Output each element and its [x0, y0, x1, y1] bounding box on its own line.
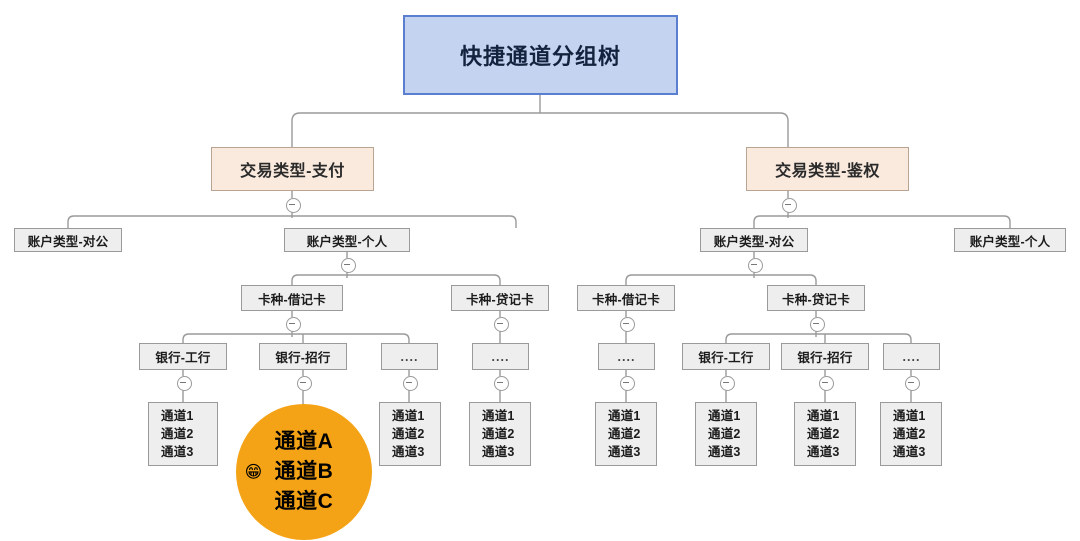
toggle-collapse-bank-1[interactable] — [176, 376, 192, 391]
node-root-label: 快捷通道分组树 — [459, 44, 621, 69]
toggle-collapse-card-credit-payment[interactable] — [493, 317, 509, 332]
node-label: 账户类型-对公 — [713, 234, 795, 249]
node-label: 账户类型-个人 — [969, 234, 1051, 249]
node-transaction-type-payment[interactable]: 交易类型-支付 — [211, 147, 374, 191]
toggle-collapse-payment[interactable] — [285, 198, 301, 213]
channel-item: 通道2 — [392, 426, 425, 441]
channel-item: 通道3 — [161, 444, 194, 459]
node-label: 银行-工行 — [698, 351, 754, 365]
channel-item: 通道1 — [807, 409, 840, 423]
highlighted-channel-group[interactable]: 通道A 😁 通道B 通道C — [236, 404, 372, 540]
node-account-type-corporate-auth[interactable]: 账户类型-对公 — [700, 228, 808, 252]
node-channel-list-7[interactable]: 通道1 通道2 通道3 — [880, 402, 942, 466]
channel-item: 通道2 — [161, 426, 194, 441]
channel-item: 通道3 — [807, 444, 840, 459]
node-channel-list-3[interactable]: 通道1 通道2 通道3 — [469, 402, 531, 466]
node-channel-list-1[interactable]: 通道1 通道2 通道3 — [148, 402, 218, 466]
channel-item: 通道2 — [807, 426, 840, 441]
grinning-face-emoji-icon: 😁 — [244, 462, 263, 482]
node-transaction-type-auth[interactable]: 交易类型-鉴权 — [746, 147, 909, 191]
highlight-channel-b-label: 通道B — [274, 460, 334, 484]
toggle-collapse-card-debit-payment[interactable] — [285, 317, 301, 332]
toggle-collapse-card-credit-auth[interactable] — [809, 317, 825, 332]
node-label: 银行-招行 — [797, 351, 853, 365]
node-bank-cmb-debit-payment[interactable]: 银行-招行 — [259, 343, 347, 370]
node-account-type-corporate-payment[interactable]: 账户类型-对公 — [14, 228, 122, 252]
node-bank-icbc-debit-payment[interactable]: 银行-工行 — [139, 343, 227, 370]
channel-item: 通道1 — [392, 409, 425, 423]
node-bank-cmb-credit-auth[interactable]: 银行-招行 — [781, 343, 869, 370]
toggle-collapse-account-corporate-auth[interactable] — [747, 258, 763, 273]
channel-item: 通道1 — [708, 409, 741, 423]
channel-item: 通道3 — [392, 444, 425, 459]
node-card-type-credit-payment[interactable]: 卡种-贷记卡 — [451, 285, 549, 311]
node-label: 银行-工行 — [155, 351, 211, 365]
node-label: .... — [491, 349, 510, 364]
channel-item: 通道1 — [482, 409, 515, 423]
toggle-collapse-bank-2[interactable] — [296, 376, 312, 391]
channel-item: 通道3 — [608, 444, 641, 459]
channel-item: 通道2 — [482, 426, 515, 441]
node-label: 银行-招行 — [275, 351, 331, 365]
node-label: 卡种-借记卡 — [258, 292, 326, 307]
toggle-collapse-auth[interactable] — [781, 198, 797, 213]
channel-item: 通道1 — [893, 409, 926, 423]
highlight-channel-c: 通道C — [274, 489, 334, 513]
node-card-type-debit-auth[interactable]: 卡种-借记卡 — [577, 285, 675, 311]
node-channel-list-2[interactable]: 通道1 通道2 通道3 — [379, 402, 441, 466]
channel-item: 通道2 — [708, 426, 741, 441]
node-label: 卡种-贷记卡 — [782, 292, 850, 307]
channel-item: 通道3 — [482, 444, 515, 459]
node-account-type-personal-auth[interactable]: 账户类型-个人 — [954, 228, 1066, 252]
node-label: .... — [617, 349, 636, 364]
node-bank-more-credit-payment[interactable]: .... — [472, 343, 529, 370]
node-channel-list-6[interactable]: 通道1 通道2 通道3 — [794, 402, 856, 466]
node-label: .... — [902, 349, 921, 364]
node-channel-list-4[interactable]: 通道1 通道2 通道3 — [595, 402, 657, 466]
toggle-collapse-account-personal-payment[interactable] — [340, 258, 356, 273]
toggle-collapse-bank-5[interactable] — [619, 376, 635, 391]
highlight-channel-a: 通道A — [274, 430, 334, 454]
channel-item: 通道1 — [608, 409, 641, 423]
toggle-collapse-bank-8[interactable] — [904, 376, 920, 391]
channel-item: 通道1 — [161, 409, 194, 423]
node-card-type-debit-payment[interactable]: 卡种-借记卡 — [241, 285, 343, 311]
node-card-type-credit-auth[interactable]: 卡种-贷记卡 — [767, 285, 865, 311]
node-label: 卡种-借记卡 — [592, 292, 660, 307]
toggle-collapse-bank-7[interactable] — [818, 376, 834, 391]
toggle-collapse-card-debit-auth[interactable] — [619, 317, 635, 332]
node-bank-more-debit-payment[interactable]: .... — [381, 343, 438, 370]
node-channel-list-5[interactable]: 通道1 通道2 通道3 — [695, 402, 757, 466]
node-bank-more-debit-auth[interactable]: .... — [598, 343, 655, 370]
node-bank-icbc-credit-auth[interactable]: 银行-工行 — [682, 343, 770, 370]
node-root[interactable]: 快捷通道分组树 — [403, 15, 678, 95]
channel-item: 通道3 — [893, 444, 926, 459]
toggle-collapse-bank-6[interactable] — [719, 376, 735, 391]
node-label: 卡种-贷记卡 — [466, 292, 534, 307]
highlight-channel-b: 😁 通道B — [245, 457, 334, 487]
node-label: 账户类型-对公 — [27, 234, 109, 249]
toggle-collapse-bank-4[interactable] — [493, 376, 509, 391]
node-bank-more-credit-auth[interactable]: .... — [883, 343, 940, 370]
node-account-type-personal-payment[interactable]: 账户类型-个人 — [284, 228, 410, 252]
toggle-collapse-bank-3[interactable] — [402, 376, 418, 391]
channel-item: 通道2 — [608, 426, 641, 441]
channel-item: 通道3 — [708, 444, 741, 459]
node-label: 账户类型-个人 — [306, 234, 388, 249]
channel-item: 通道2 — [893, 426, 926, 441]
node-label: 交易类型-支付 — [240, 163, 345, 180]
node-label: .... — [400, 349, 419, 364]
node-label: 交易类型-鉴权 — [775, 163, 880, 180]
